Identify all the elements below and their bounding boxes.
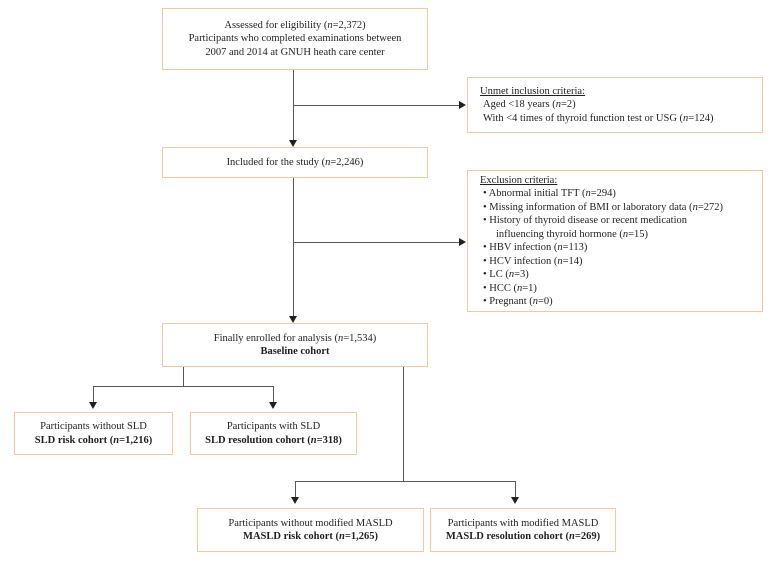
unmet-heading: Unmet inclusion criteria: (480, 85, 585, 97)
masld-resolution-line-2: MASLD resolution cohort (n=269) (445, 531, 601, 542)
masld-resolution-cohort-box: Participants with modified MASLD MASLD r… (430, 508, 616, 552)
sld-risk-line-2: SLD risk cohort (n=1,216) (34, 434, 153, 446)
baseline-line-1: Finally enrolled for analysis (n=1,534) (213, 332, 377, 344)
assessed-for-eligibility-box: Assessed for eligibility (n=2,372) Parti… (162, 8, 428, 70)
exclusion-item-6: • LC (n=3) (483, 269, 529, 280)
arrow-into-sld-risk (89, 402, 97, 409)
exclusion-item-2: • Missing information of BMI or laborato… (483, 201, 723, 213)
arrow-into-masld-risk (291, 497, 299, 504)
exclusion-item-1: • Abnormal initial TFT (n=294) (483, 188, 616, 199)
arrow-into-exclusion-criteria (459, 238, 466, 246)
exclusion-criteria-box: Exclusion criteria: • Abnormal initial T… (467, 170, 763, 312)
sld-risk-line-1: Participants without SLD (40, 421, 147, 432)
exclusion-item-5: • HCV infection (n=14) (483, 255, 583, 267)
masld-risk-line-1: Participants without modified MASLD (228, 517, 393, 529)
sld-resolution-line-1: Participants with SLD (226, 421, 321, 432)
connector-baseline-split-stem (183, 367, 184, 386)
exclusion-item-4: • HBV infection (n=113) (483, 242, 588, 253)
connector-to-sld-risk (93, 386, 94, 404)
masld-risk-cohort-box: Participants without modified MASLD MASL… (197, 508, 424, 552)
masld-resolution-line-1: Participants with modified MASLD (447, 517, 599, 529)
connector-baseline-to-masld-stem (403, 367, 404, 481)
connector-to-masld-resolution (515, 481, 516, 499)
masld-risk-line-2: MASLD risk cohort (n=1,265) (243, 531, 378, 542)
included-for-study-box: Included for the study (n=2,246) (162, 147, 428, 178)
connector-to-masld-risk (295, 481, 296, 499)
unmet-inclusion-criteria-box: Unmet inclusion criteria: Aged <18 years… (467, 77, 763, 133)
connector-included-to-baseline (293, 178, 294, 318)
exclusion-item-7: • HCC (n=1) (483, 282, 537, 294)
connector-to-exclusion-criteria (293, 242, 460, 243)
included-line-1: Included for the study (n=2,246) (226, 156, 364, 168)
baseline-line-2: Baseline cohort (260, 346, 330, 357)
sld-resolution-cohort-box: Participants with SLD SLD resolution coh… (190, 412, 357, 455)
sld-resolution-line-2: SLD resolution cohort (n=318) (205, 434, 342, 446)
exclusion-item-3-cont: influencing thyroid hormone (n=15) (496, 228, 649, 240)
assessed-line-1: Assessed for eligibility (n=2,372) (224, 19, 366, 31)
arrow-into-masld-resolution (511, 497, 519, 504)
arrow-into-sld-resolution (269, 402, 277, 409)
connector-to-unmet-criteria (293, 105, 460, 106)
arrow-into-unmet-criteria (459, 101, 466, 109)
assessed-line-3: 2007 and 2014 at GNUH heath care center (205, 46, 385, 58)
unmet-item-2: With <4 times of thyroid function test o… (483, 112, 714, 124)
connector-masld-split-bar (295, 481, 516, 482)
exclusion-item-8: • Pregnant (n=0) (483, 296, 553, 307)
connector-baseline-split-bar (93, 386, 274, 387)
baseline-cohort-box: Finally enrolled for analysis (n=1,534) … (162, 323, 428, 367)
connector-assessed-to-included (293, 70, 294, 142)
assessed-line-2: Participants who completed examinations … (188, 33, 402, 45)
arrow-into-baseline (289, 316, 297, 323)
sld-risk-cohort-box: Participants without SLD SLD risk cohort… (14, 412, 173, 455)
arrow-into-included (289, 140, 297, 147)
unmet-item-1: Aged <18 years (n=2) (483, 99, 576, 111)
connector-to-sld-resolution (273, 386, 274, 404)
exclusion-item-3: • History of thyroid disease or recent m… (483, 215, 687, 226)
exclusion-heading: Exclusion criteria: (480, 174, 558, 186)
